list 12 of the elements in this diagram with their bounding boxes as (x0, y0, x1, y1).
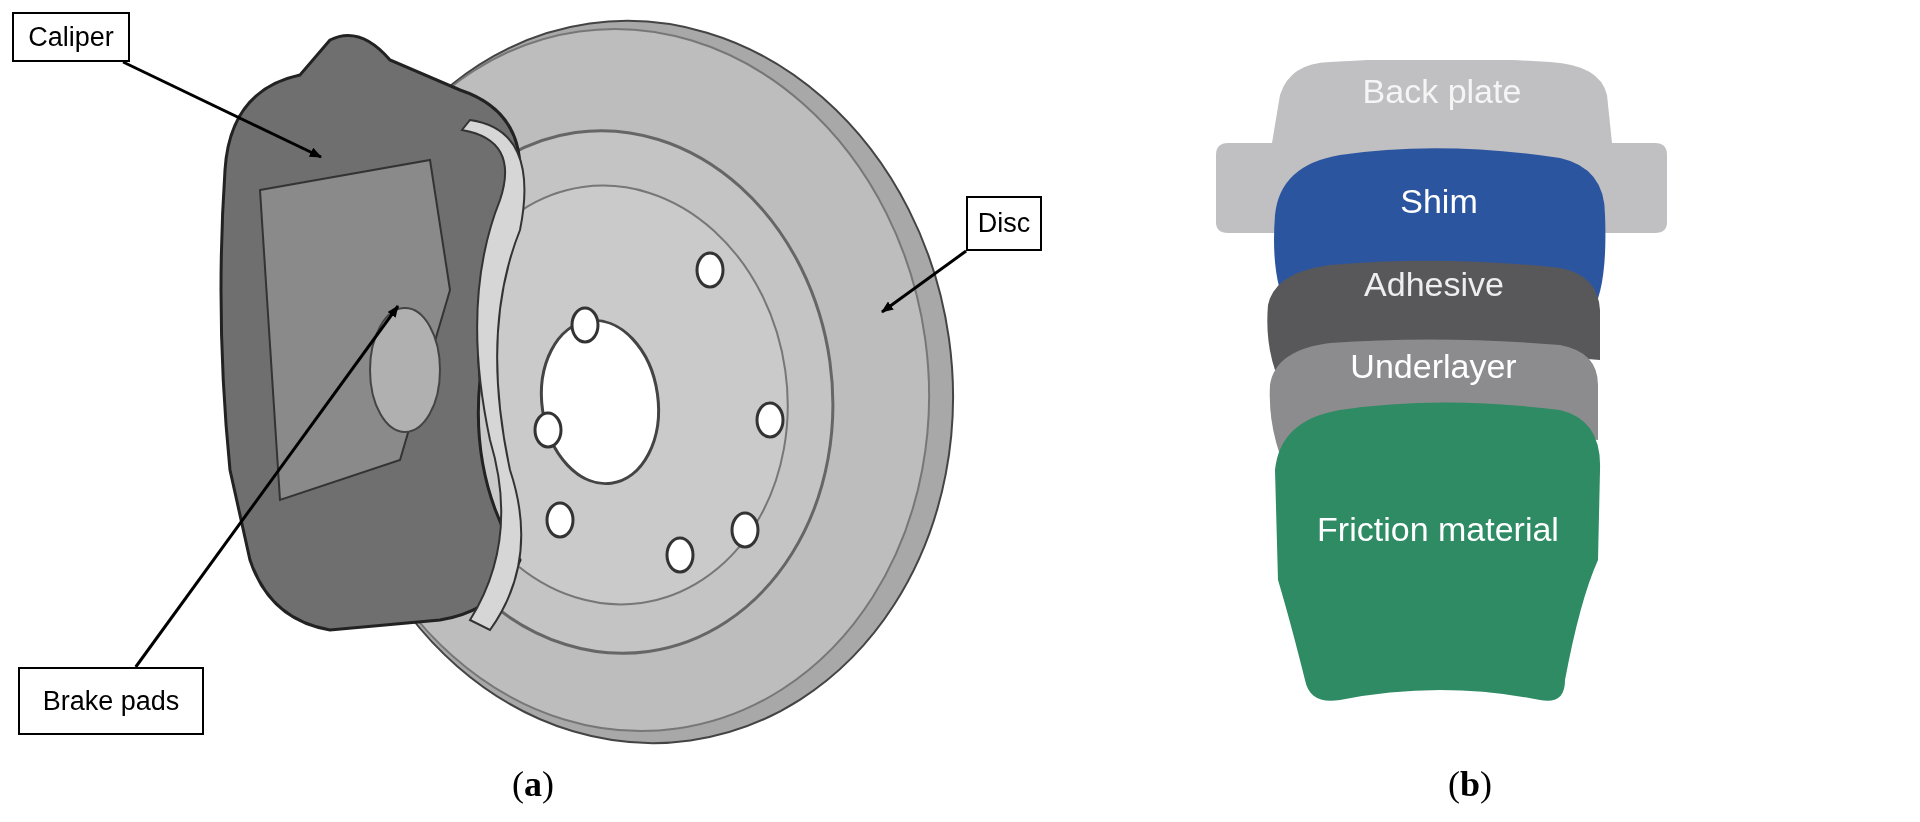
leader-arrow (881, 249, 967, 314)
callout-label: Brake pads (18, 667, 204, 735)
callout-label: Caliper (12, 12, 130, 62)
panel-label: (b) (1448, 763, 1493, 805)
layer-label: Underlayer (1349, 347, 1518, 386)
leader-arrow (122, 60, 322, 159)
panel-label: (a) (512, 763, 554, 805)
callout-label: Disc (966, 196, 1042, 251)
layer-label: Shim (1399, 182, 1479, 221)
layer-label: Friction material (1316, 510, 1560, 549)
layer-label: Adhesive (1363, 265, 1505, 304)
leader-arrow (134, 305, 400, 668)
